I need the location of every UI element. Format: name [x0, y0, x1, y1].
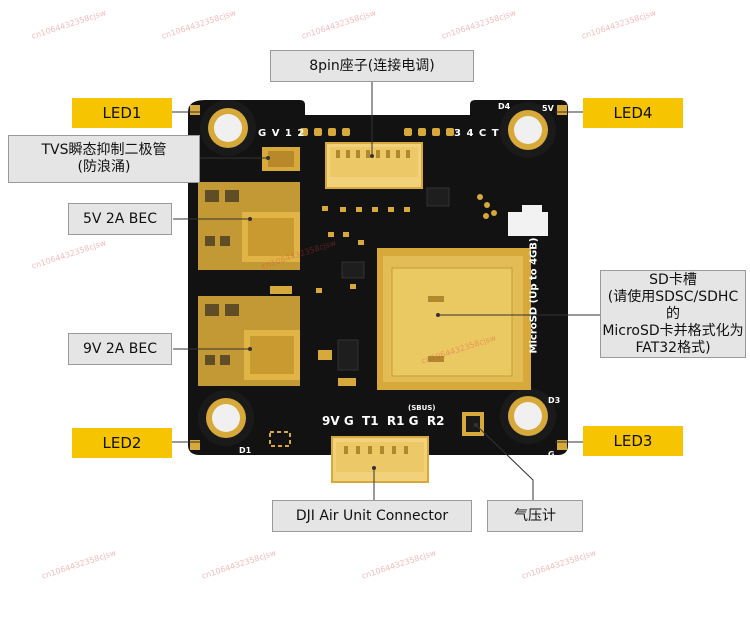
silk-d1: D1	[239, 446, 252, 455]
label-tvs-line1: TVS瞬态抑制二极管	[41, 142, 167, 158]
label-led4: LED4	[583, 98, 683, 128]
mounting-hole-tl	[200, 100, 256, 156]
bec-5v	[198, 182, 300, 270]
silk-top-left-pins: G V 1 2	[258, 128, 306, 139]
silk-d4: D4	[498, 102, 511, 111]
label-tvs: TVS瞬态抑制二极管 (防浪涌)	[8, 135, 200, 183]
silk-top-right-pins: 3 4 C T	[454, 128, 500, 139]
label-sd-line3: MicroSD卡并格式化为	[602, 322, 744, 339]
mounting-hole-bl	[198, 390, 254, 446]
silk-d3: D3	[548, 396, 561, 405]
label-barometer: 气压计	[487, 500, 583, 532]
label-sd-line2: (请使用SDSC/SDHC的	[607, 288, 739, 322]
silk-microsd: MicroSD (Up to 4GB)	[528, 237, 540, 354]
dji-connector	[331, 436, 429, 483]
silk-bottom-pins: 9V G T1 R1 G R2	[322, 414, 445, 428]
leader-lines	[171, 80, 603, 500]
label-sd-slot: SD卡槽 (请使用SDSC/SDHC的 MicroSD卡并格式化为 FAT32格…	[600, 270, 746, 358]
label-connector-8pin: 8pin座子(连接电调)	[270, 50, 474, 82]
label-led2: LED2	[72, 428, 172, 458]
connector-8pin	[325, 142, 423, 189]
sd-card-slot	[377, 248, 531, 390]
silk-5v: 5V	[542, 104, 554, 113]
label-bec-5v: 5V 2A BEC	[68, 203, 172, 235]
label-dji-connector: DJI Air Unit Connector	[272, 500, 472, 532]
label-bec-9v: 9V 2A BEC	[68, 333, 172, 365]
pin-pads-8	[300, 128, 454, 136]
mounting-hole-br	[500, 388, 556, 444]
mounting-hole-tr	[500, 102, 556, 158]
bec-9v	[198, 296, 300, 386]
label-sd-line1: SD卡槽	[649, 271, 697, 288]
label-led1: LED1	[72, 98, 172, 128]
silk-sbus: (SBUS)	[408, 404, 436, 412]
silk-g: G	[548, 450, 555, 459]
label-sd-line4: FAT32格式)	[635, 339, 711, 356]
label-tvs-line2: (防浪涌)	[77, 159, 131, 175]
label-led3: LED3	[583, 426, 683, 456]
